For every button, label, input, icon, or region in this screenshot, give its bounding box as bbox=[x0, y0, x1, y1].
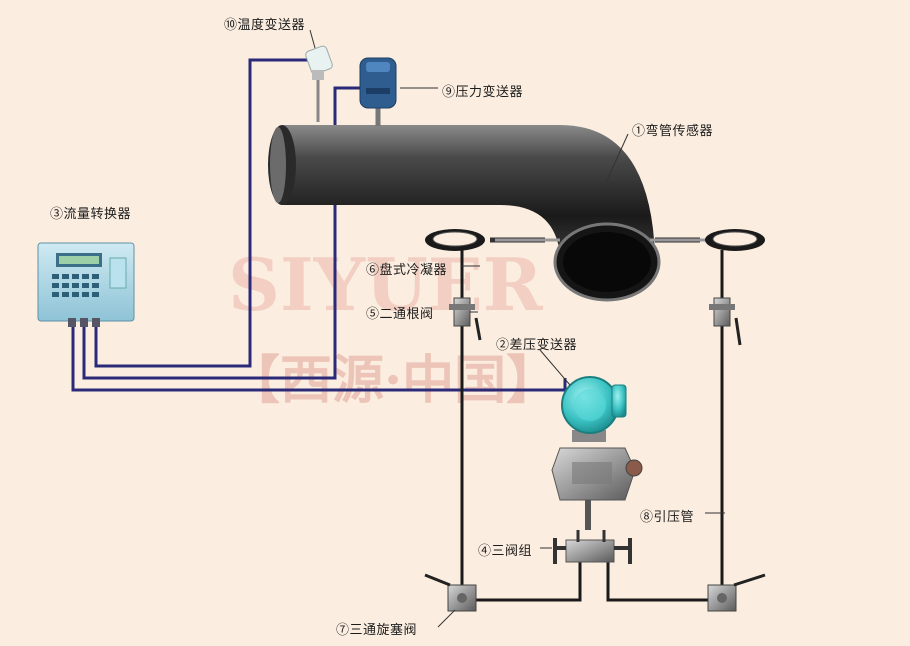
label-three-way-plug-valve: ⑦三通旋塞阀 bbox=[336, 623, 418, 638]
flow-converter bbox=[37, 242, 135, 327]
dp-transmitter bbox=[551, 376, 643, 530]
label-flow-converter: ③流量转换器 bbox=[50, 207, 132, 222]
root-valve-right bbox=[709, 297, 742, 346]
label-impulse-pipe: ⑧引压管 bbox=[640, 510, 695, 525]
temperature-transmitter bbox=[305, 45, 333, 122]
label-temperature-transmitter: ⑩温度变送器 bbox=[224, 18, 306, 33]
impulse-lines bbox=[460, 250, 724, 602]
label-elbow-sensor: ①弯管传感器 bbox=[632, 124, 714, 139]
disc-condenser-left bbox=[425, 229, 485, 251]
pressure-transmitter bbox=[359, 57, 397, 126]
label-three-valve-manifold: ④三阀组 bbox=[478, 544, 533, 559]
watermark-cn: 【西源·中国】 bbox=[228, 350, 558, 411]
signal-cables bbox=[71, 58, 567, 392]
label-disc-condenser: ⑥盘式冷凝器 bbox=[366, 263, 448, 278]
disc-condenser-right bbox=[705, 229, 765, 251]
root-valve-left bbox=[449, 297, 482, 341]
elbow-pipe bbox=[268, 125, 661, 302]
plug-valve-left bbox=[424, 573, 477, 612]
label-two-way-root-valve: ⑤二通根阀 bbox=[366, 307, 434, 322]
plug-valve-right bbox=[707, 573, 766, 612]
label-pressure-transmitter: ⑨压力变送器 bbox=[442, 85, 524, 100]
watermark-brand: SIYUER bbox=[228, 242, 544, 327]
three-valve-manifold bbox=[553, 530, 632, 564]
leader-lines bbox=[309, 29, 725, 628]
label-dp-transmitter: ②差压变送器 bbox=[496, 338, 578, 353]
